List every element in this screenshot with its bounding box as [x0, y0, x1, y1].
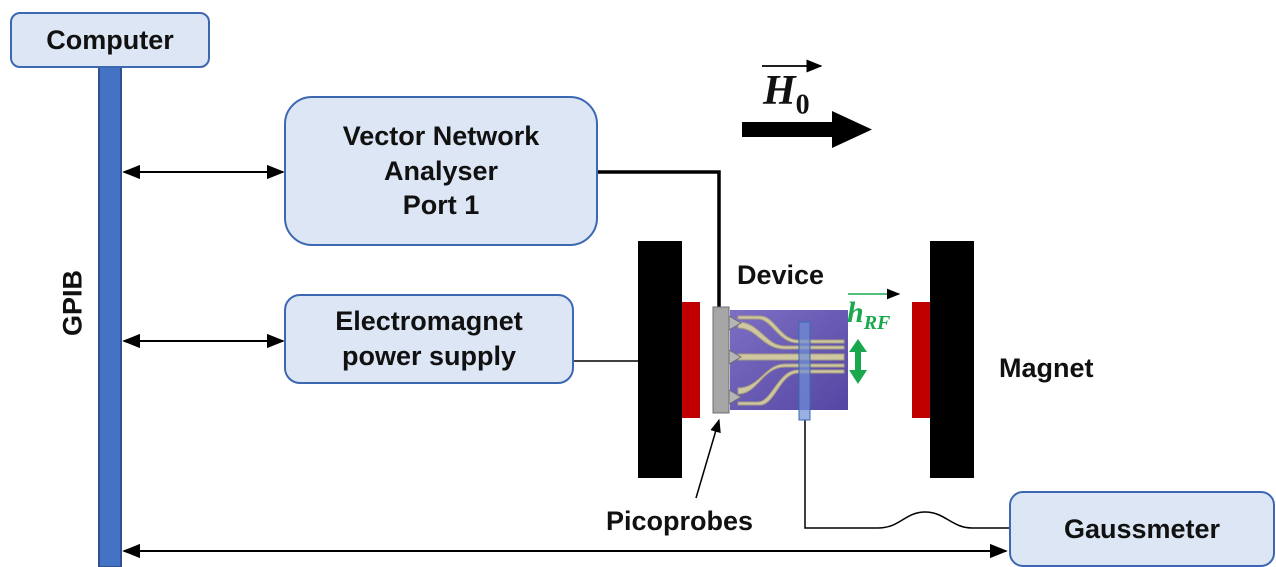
vna-label-line-1: Vector Network: [343, 119, 540, 154]
gaussmeter-probe-wire: [805, 420, 1009, 528]
h0-subscript: 0: [796, 89, 810, 120]
vna-box: Vector Network Analyser Port 1: [284, 96, 598, 246]
power-supply-box: Electromagnet power supply: [284, 294, 574, 384]
magnet-right-pole: [912, 302, 930, 418]
gpib-label: GPIB: [58, 270, 89, 336]
h0-letter: H: [763, 68, 796, 114]
magnet-left-body: [638, 241, 682, 478]
gaussmeter-box: Gaussmeter: [1009, 491, 1275, 567]
hrf-double-arrow-icon: [849, 339, 867, 384]
gpib-label-text: GPIB: [58, 270, 88, 336]
computer-label: Computer: [46, 23, 174, 58]
computer-box: Computer: [10, 12, 210, 68]
power-supply-label-line-2: power supply: [342, 339, 516, 374]
vna-label-line-2: Analyser: [384, 154, 498, 189]
device-label: Device: [737, 260, 824, 291]
vna-label-line-3: Port 1: [403, 188, 480, 223]
hrf-subscript: RF: [864, 312, 891, 334]
magnet-label: Magnet: [999, 353, 1094, 384]
magnet-right-body: [930, 241, 974, 478]
picoprobes-pointer: [696, 420, 719, 498]
gpib-bus-bar: [99, 66, 121, 567]
power-supply-label-line-1: Electromagnet: [335, 304, 523, 339]
picoprobe-body: [713, 307, 729, 413]
gaussmeter-label: Gaussmeter: [1064, 512, 1220, 547]
hrf-symbol: hRF: [847, 298, 890, 333]
hrf-letter: h: [847, 296, 864, 329]
magnet-left-pole: [682, 302, 700, 418]
hall-probe: [799, 322, 810, 420]
picoprobes-label: Picoprobes: [606, 506, 753, 537]
h0-symbol: H0: [763, 70, 810, 119]
